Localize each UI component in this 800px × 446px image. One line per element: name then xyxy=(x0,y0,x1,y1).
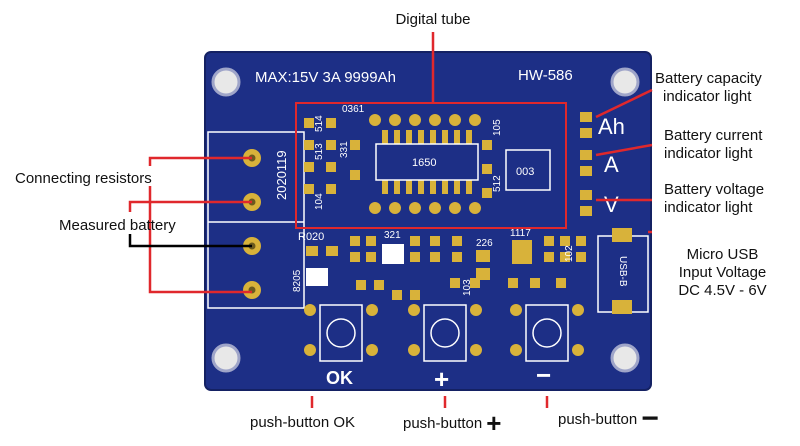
chip-pins xyxy=(382,130,472,194)
minus-icon: − xyxy=(641,402,659,435)
terminal-pads xyxy=(243,149,261,299)
label-voltage-light: Battery voltage indicator light xyxy=(664,181,764,217)
indicator-a-text: A xyxy=(604,152,619,177)
right-components xyxy=(482,140,492,198)
mark-0361: 0361 xyxy=(342,104,365,115)
label-usb-line3: DC 4.5V - 6V xyxy=(678,282,767,299)
mark-8205: 8205 xyxy=(292,269,303,292)
chip-1650 xyxy=(375,143,479,181)
label-connecting-resistors: Connecting resistors xyxy=(15,170,152,187)
mark-321: 321 xyxy=(384,230,401,241)
mark-103: 103 xyxy=(462,279,473,296)
label-voltage-line1: Battery voltage xyxy=(664,181,765,198)
chip-003 xyxy=(505,149,551,191)
label-button-minus: push-button− xyxy=(558,404,659,434)
terminal-outline xyxy=(207,131,305,309)
plus-icon: + xyxy=(486,408,502,438)
mark-512: 512 xyxy=(492,175,503,192)
mount-hole-bl xyxy=(211,343,241,373)
silk-plus: + xyxy=(434,364,449,394)
digital-tube-outline xyxy=(295,102,567,229)
date-code: 2020119 xyxy=(274,150,289,200)
left-components xyxy=(304,118,360,194)
mark-105: 105 xyxy=(492,119,503,136)
label-capacity-line1: Battery capacity xyxy=(655,70,762,87)
indicator-v-text: V xyxy=(604,192,619,217)
chip-003-label: 003 xyxy=(516,166,534,178)
label-button-plus: push-button+ xyxy=(403,410,501,436)
mark-1117: 1117 xyxy=(510,228,531,239)
label-capacity-line2: indicator light xyxy=(663,88,752,105)
board-model: HW-586 xyxy=(518,67,573,84)
board-title: MAX:15V 3A 9999Ah xyxy=(255,69,396,86)
label-digital-tube: Digital tube xyxy=(395,11,471,28)
push-button-ok[interactable] xyxy=(304,304,378,362)
label-capacity-light: Battery capacity indicator light xyxy=(655,70,762,106)
label-usb-line2: Input Voltage xyxy=(678,264,767,281)
label-current-line2: indicator light xyxy=(664,145,753,162)
mark-331: 331 xyxy=(339,141,350,158)
label-current-light: Battery current indicator light xyxy=(664,127,762,163)
label-button-plus-text: push-button xyxy=(403,415,483,432)
mosfet-8205 xyxy=(306,268,328,286)
chip-1650-label: 1650 xyxy=(412,157,436,169)
indicator-ah-text: Ah xyxy=(598,114,625,139)
mount-hole-tl xyxy=(211,67,241,97)
silk-minus: − xyxy=(536,360,551,390)
mark-513: 513 xyxy=(314,143,325,160)
label-button-ok: push-button OK xyxy=(250,414,356,431)
callout-lines xyxy=(128,32,653,408)
usb-pad-bottom xyxy=(612,300,632,314)
mount-hole-br xyxy=(610,343,640,373)
usb-silk-text: USB-B xyxy=(617,256,628,287)
mark-226: 226 xyxy=(476,238,493,249)
indicator-leds xyxy=(580,112,592,216)
label-current-line1: Battery current xyxy=(664,127,763,144)
label-measured-battery: Measured battery xyxy=(59,217,176,234)
mount-hole-tr xyxy=(610,67,640,97)
mark-104: 104 xyxy=(314,193,325,210)
push-button-plus[interactable] xyxy=(408,304,482,362)
label-voltage-line2: indicator light xyxy=(664,199,753,216)
silk-ok: OK xyxy=(326,368,353,388)
label-button-minus-text: push-button xyxy=(558,411,638,428)
label-micro-usb: Micro USB Input Voltage DC 4.5V - 6V xyxy=(655,246,790,300)
label-usb-line1: Micro USB xyxy=(686,246,759,263)
mark-r020: R020 xyxy=(298,231,324,243)
usb-pad-top xyxy=(612,228,632,242)
mark-102: 102 xyxy=(564,245,575,262)
tube-pad-row-top xyxy=(369,114,481,214)
mark-514: 514 xyxy=(314,115,325,132)
lower-components xyxy=(306,236,586,300)
push-button-minus[interactable] xyxy=(510,304,584,362)
